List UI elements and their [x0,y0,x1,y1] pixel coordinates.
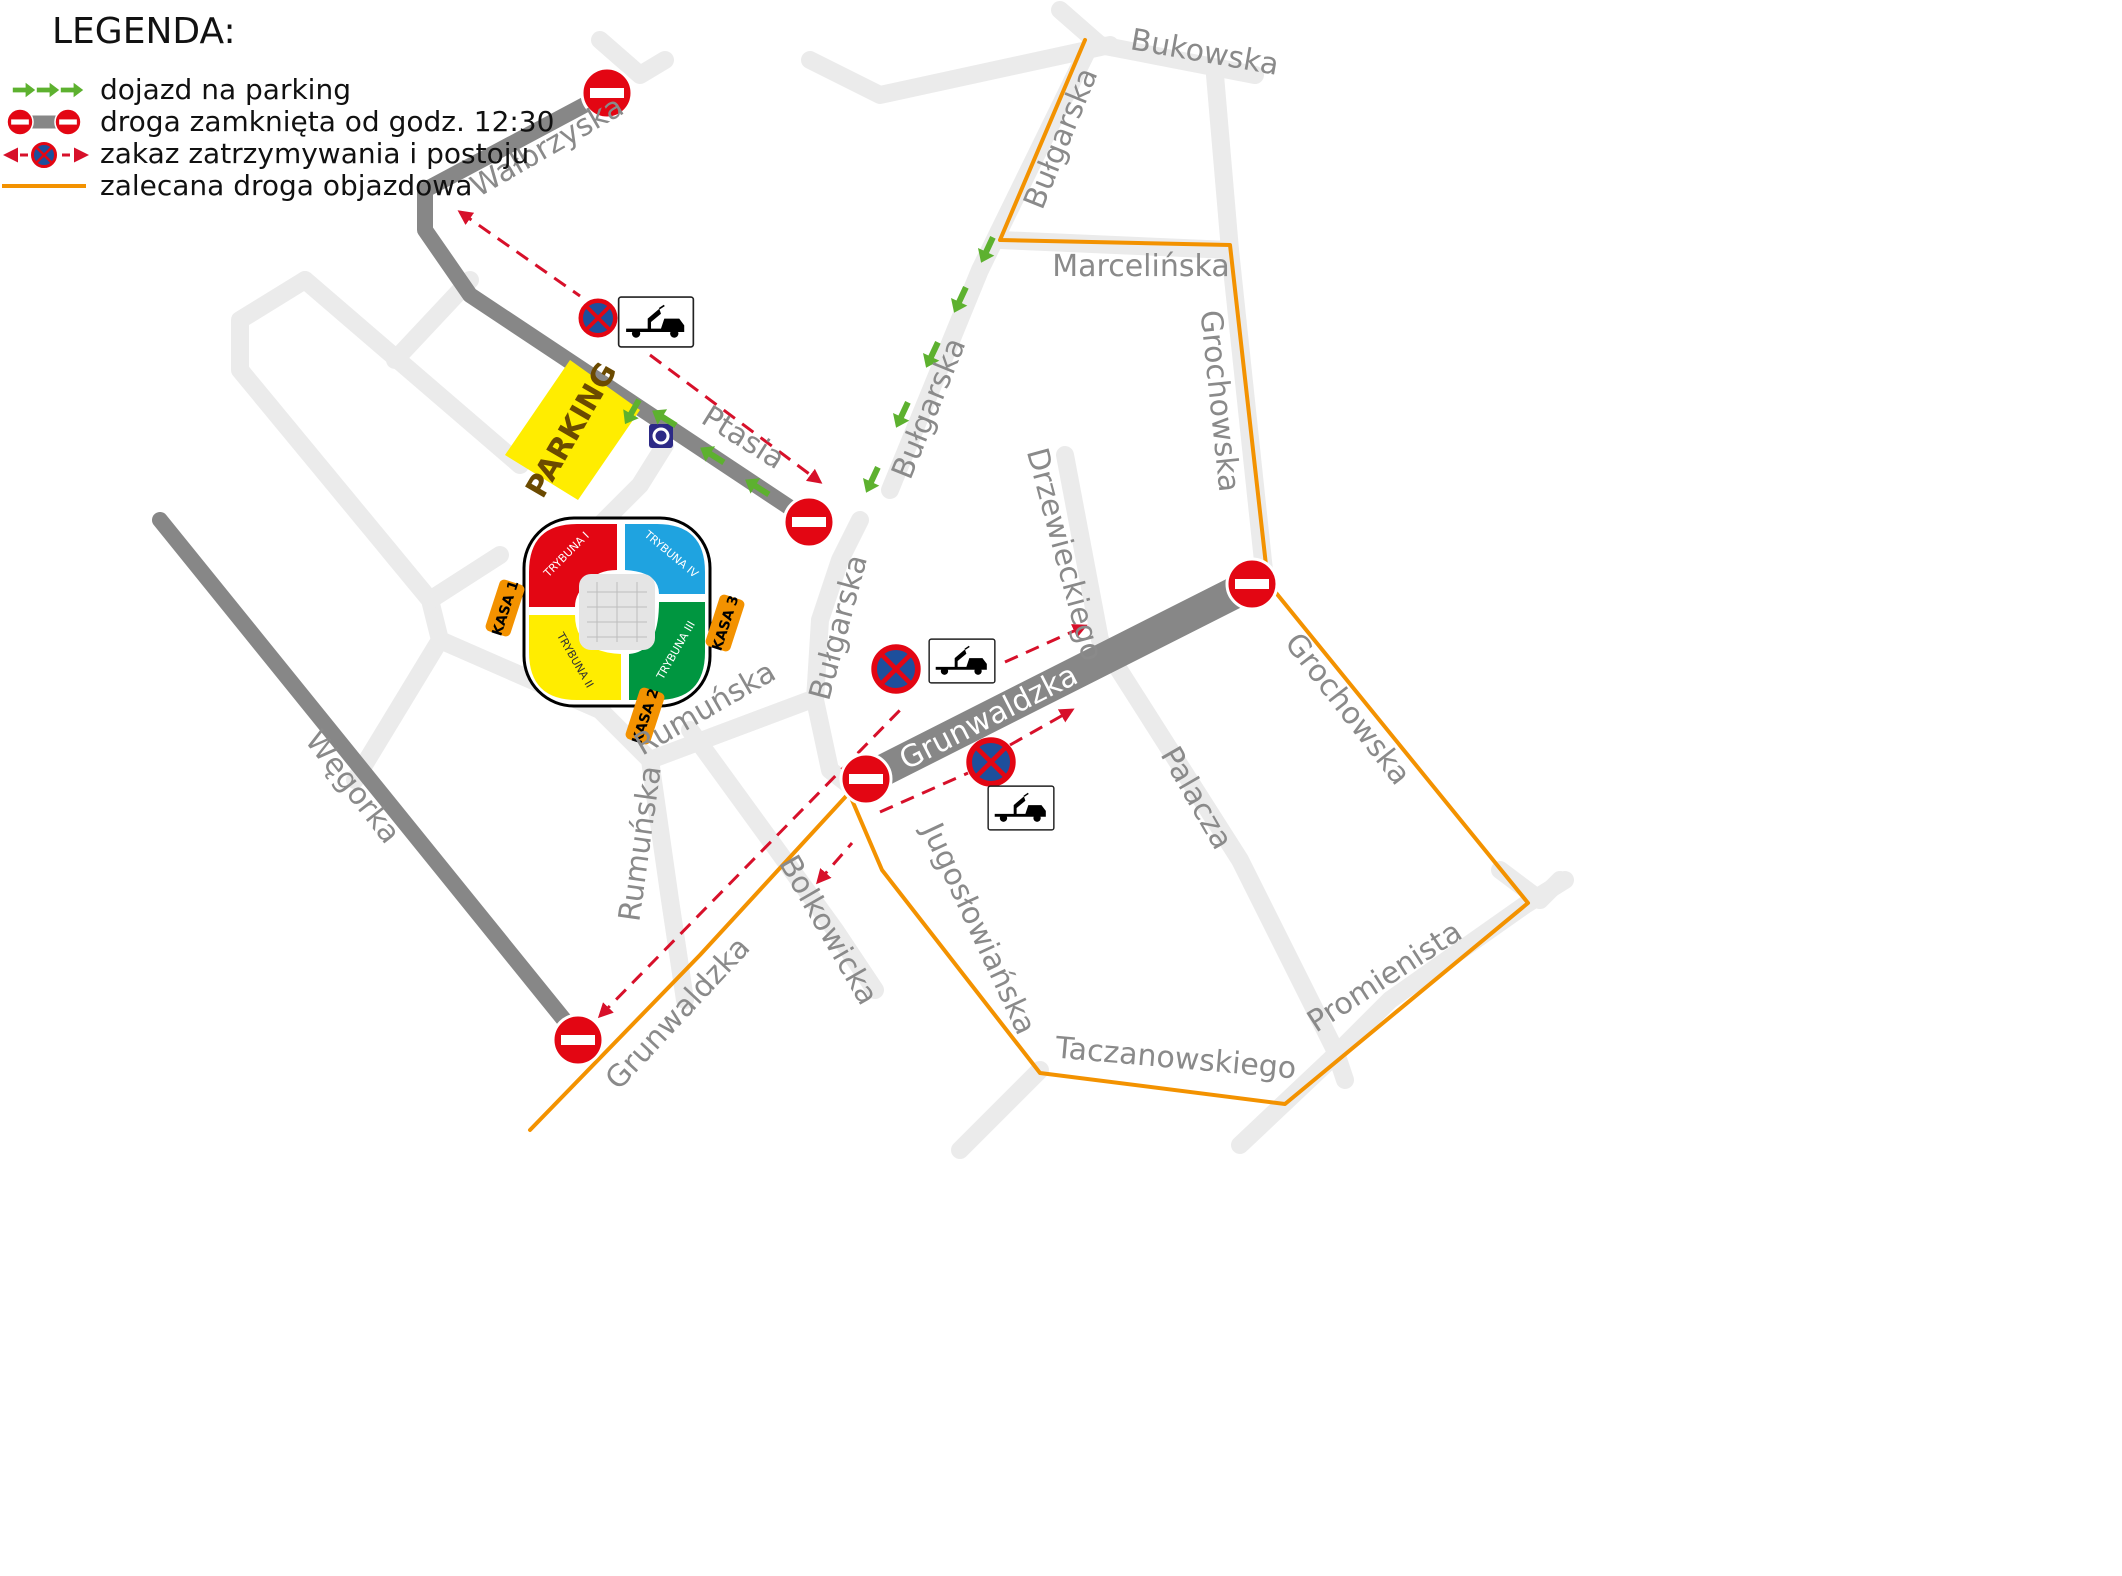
ticket-office-kasa-1: KASA 1 [485,579,525,638]
stand-trybuna-iv [625,524,705,594]
info-point-icon [649,424,673,448]
legend-label-access: dojazd na parking [100,73,351,106]
no-entry-sign-icon [839,752,893,806]
no-entry-sign-icon [1225,557,1279,611]
legend-item-closed-road: droga zamknięta od godz. 12:30 [6,105,554,138]
no-stopping-sign-icon [31,142,57,168]
access-arrow-icon [36,82,60,98]
stand-trybuna-i [529,524,617,607]
legend-label-closed-road: droga zamknięta od godz. 12:30 [100,105,554,138]
legend: LEGENDA: dojazd na parking droga zamknię… [2,11,554,202]
street-label-jugoslowianska: Jugosłowiańska [914,816,1043,1040]
access-arrow-icon [12,82,36,98]
no-stopping-zones [457,210,1088,1019]
tow-truck-icon [617,296,695,348]
street-label-grochowska-south: Grochowska [1278,626,1418,791]
access-arrow-icon [60,82,84,98]
no-entry-sign-icon [551,1013,605,1067]
stand-trybuna-iii [629,602,705,700]
no-entry-sign-icon [782,495,836,549]
no-stopping-sign-icon [969,740,1013,784]
stadium: TRYBUNA I TRYBUNA IV TRYBUNA III TRYBUNA… [522,516,712,708]
stand-trybuna-ii [529,615,621,700]
legend-item-access: dojazd na parking [12,73,351,106]
street-label-ptasia: Ptasia [695,399,790,477]
no-stopping-sign-icon [874,647,918,691]
street-label-palacza: Palacza [1153,741,1240,856]
no-entry-sign-icon [6,108,34,136]
legend-label-detour: zalecana droga objazdowa [100,169,472,202]
legend-title: LEGENDA: [52,11,236,52]
tow-truck-icon [928,638,996,684]
parking-lot: PARKING [505,357,640,504]
street-labels: Bukowska Bułgarska Marcelińska Grochowsk… [298,22,1469,1096]
no-stopping-sign-icon [581,301,616,336]
detour-route [528,38,1530,1132]
no-entry-sign-icon [54,108,82,136]
legend-item-no-stopping: zakaz zatrzymywania i postoju [2,137,529,170]
street-label-marcelinska: Marcelińska [1052,249,1229,284]
legend-item-detour: zalecana droga objazdowa [2,169,472,202]
background-streets [231,1,1574,1159]
legend-label-no-stopping: zakaz zatrzymywania i postoju [100,137,529,170]
tow-truck-icon [987,785,1055,831]
street-label-bolkowicka: Bolkowicka [771,849,885,1011]
street-label-wegorka: Węgorka [298,724,408,850]
